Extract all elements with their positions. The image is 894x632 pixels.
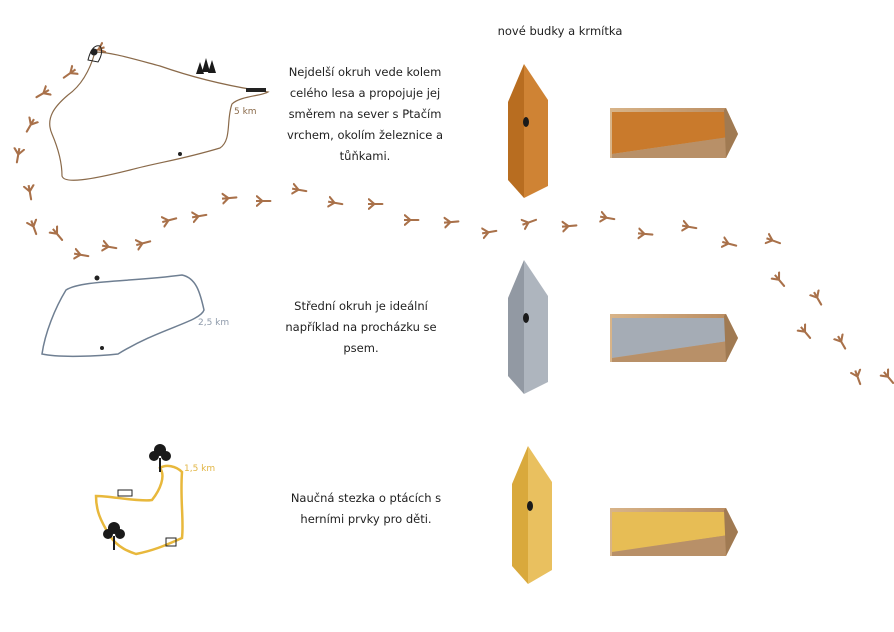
route-map-long bbox=[49, 45, 270, 181]
start-point-icon bbox=[178, 152, 182, 156]
description-line: například na procházku se bbox=[285, 320, 437, 334]
description-line: Střední okruh je ideální bbox=[294, 299, 428, 313]
route-map-short bbox=[94, 444, 184, 556]
description-line: vrchem, okolím železnice a bbox=[286, 128, 444, 142]
description-line: Nejdelší okruh vede kolem bbox=[288, 65, 442, 79]
feeder-orange bbox=[610, 108, 738, 158]
game-elements-icon bbox=[117, 489, 177, 547]
birdhouse-orange bbox=[508, 64, 548, 198]
description-line: psem. bbox=[343, 341, 379, 355]
description-line: celého lesa a propojuje jej bbox=[289, 86, 441, 100]
header-title: nové budky a krmítka bbox=[497, 24, 623, 38]
tree-icon bbox=[103, 522, 125, 550]
route-distance-medium: 2,5 km bbox=[198, 318, 230, 328]
description-line: Naučná stezka o ptácích s bbox=[290, 491, 442, 505]
birdhouse-gray bbox=[508, 260, 548, 394]
route-distance-long: 5 km bbox=[234, 107, 257, 117]
feeder-gray bbox=[610, 314, 738, 362]
description-line: tůňkami. bbox=[339, 149, 391, 163]
route-description-medium: Střední okruh je ideální například na pr… bbox=[256, 296, 466, 359]
trees-icon bbox=[196, 58, 216, 74]
route-description-short: Naučná stezka o ptácích s herními prvky … bbox=[254, 488, 478, 530]
description-line: směrem na sever s Ptačím bbox=[288, 107, 442, 121]
railway-icon bbox=[246, 88, 266, 92]
route-map-medium bbox=[41, 274, 205, 358]
feeder-yellow bbox=[610, 508, 738, 556]
birdhouse-yellow bbox=[512, 446, 552, 584]
bird-icon bbox=[94, 275, 100, 281]
description-line: herními prvky pro děti. bbox=[300, 512, 432, 526]
route-distance-short: 1,5 km bbox=[184, 464, 216, 474]
tree-icon bbox=[149, 444, 171, 472]
forest-hill-icon bbox=[87, 45, 103, 63]
start-point-icon bbox=[100, 346, 104, 350]
route-description-long: Nejdelší okruh vede kolem celého lesa a … bbox=[260, 62, 470, 167]
